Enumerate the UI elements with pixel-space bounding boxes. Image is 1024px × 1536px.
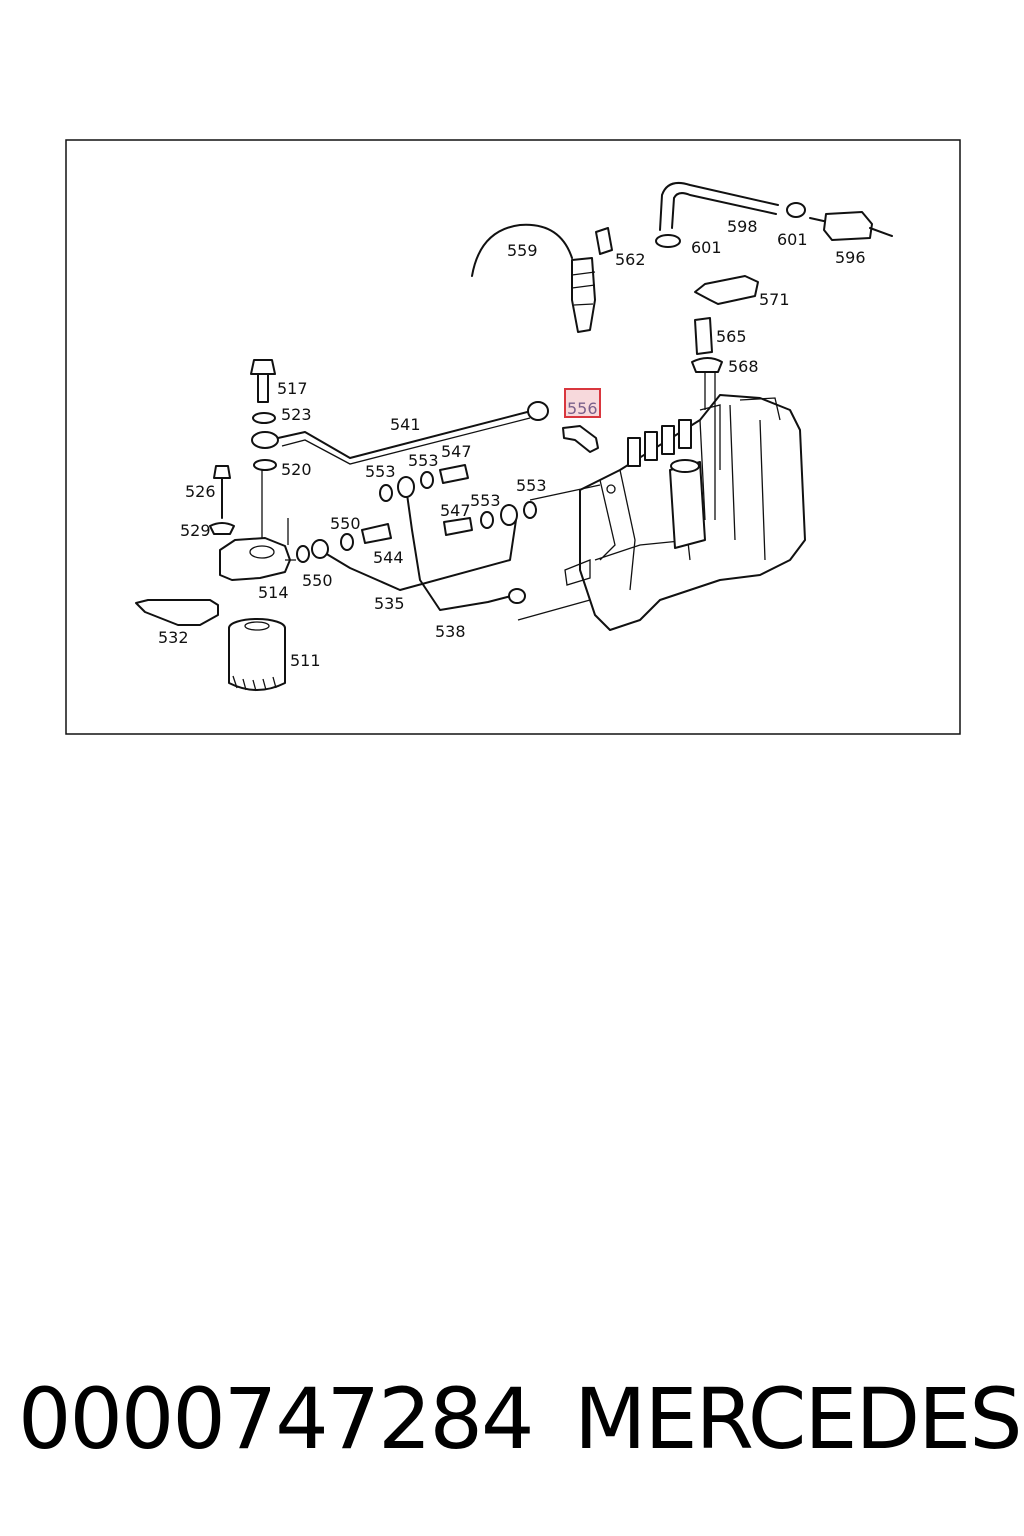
line-541	[277, 409, 536, 459]
label-526: 526	[185, 482, 216, 501]
sleeve-562	[595, 227, 613, 255]
brand-name: MERCEDES	[574, 1370, 1023, 1468]
label-601-left: 601	[691, 238, 722, 257]
label-511: 511	[290, 651, 321, 670]
label-547-top: 547	[441, 442, 472, 461]
part-number: 000074728​4	[18, 1370, 534, 1468]
label-553-top: 553	[408, 451, 439, 470]
fitting-556	[562, 425, 599, 453]
label-553-right: 553	[516, 476, 547, 495]
label-550-top: 550	[330, 514, 361, 533]
highlight-box-556	[564, 388, 601, 418]
fuel-filter-596	[809, 211, 893, 241]
label-562: 562	[615, 250, 646, 269]
label-547-mid: 547	[440, 501, 471, 520]
label-553-left: 553	[365, 462, 396, 481]
parts-diagram: 511 514 517 520 523 526 529 532 535 538 …	[65, 139, 961, 735]
label-529: 529	[180, 521, 211, 540]
oil-filter-511	[228, 618, 286, 692]
fittings	[296, 464, 537, 563]
label-571: 571	[759, 290, 790, 309]
banjo-bolt-517	[250, 359, 279, 471]
line-535	[324, 519, 517, 591]
label-565: 565	[716, 327, 747, 346]
hose-559	[471, 223, 573, 277]
label-544: 544	[373, 548, 404, 567]
label-517: 517	[277, 379, 308, 398]
label-538: 538	[435, 622, 466, 641]
label-553-mid: 553	[470, 491, 501, 510]
label-535: 535	[374, 594, 405, 613]
label-550-bottom: 550	[302, 571, 333, 590]
label-568: 568	[728, 357, 759, 376]
label-514: 514	[258, 583, 289, 602]
label-520: 520	[281, 460, 312, 479]
label-601-right: 601	[777, 230, 808, 249]
label-598: 598	[727, 217, 758, 236]
injector	[571, 257, 596, 333]
bracket-532	[135, 599, 219, 626]
label-559: 559	[507, 241, 538, 260]
label-523: 523	[281, 405, 312, 424]
filter-housing-514	[219, 470, 296, 581]
label-596: 596	[835, 248, 866, 267]
line-538	[405, 486, 516, 611]
label-541: 541	[390, 415, 421, 434]
label-532: 532	[158, 628, 189, 647]
diagram-frame	[65, 139, 961, 735]
bolt-526	[209, 465, 235, 535]
footer-caption: 000074728​4 MERCEDES	[18, 1370, 1023, 1470]
hose-598	[659, 182, 779, 231]
label-556: 556	[567, 399, 598, 418]
valve-571	[694, 275, 759, 305]
injection-pump	[564, 394, 806, 631]
